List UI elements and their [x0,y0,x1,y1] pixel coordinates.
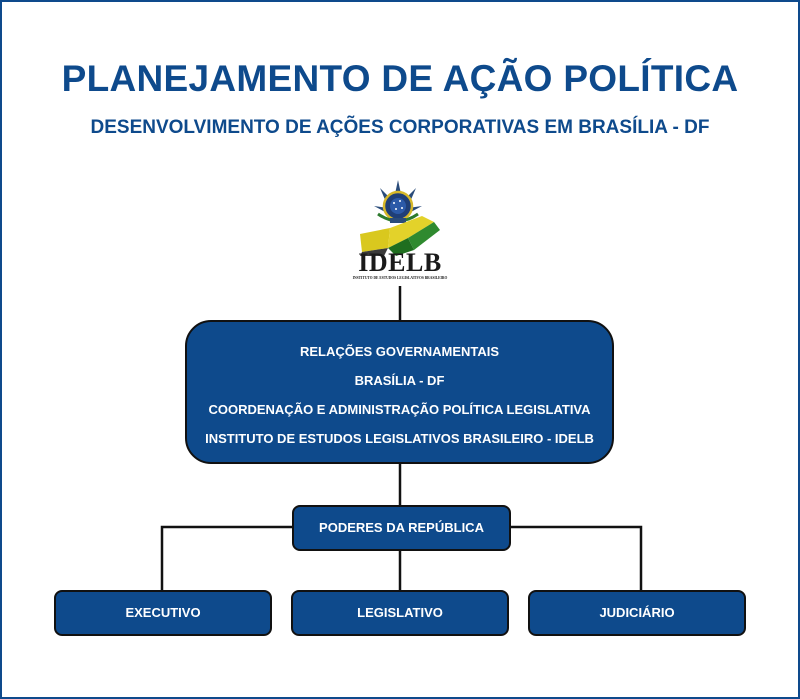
main-info-box: RELAÇÕES GOVERNAMENTAIS BRASÍLIA - DF CO… [185,320,614,464]
main-box-line-coordenacao: COORDENAÇÃO E ADMINISTRAÇÃO POLÍTICA LEG… [208,402,591,417]
poderes-to-judiciario-line [511,525,643,590]
logo-name: IDELB [358,248,442,277]
page-subtitle: DESENVOLVIMENTO DE AÇÕES CORPORATIVAS EM… [90,117,710,138]
legislativo-box: LEGISLATIVO [291,590,509,636]
judiciario-box: JUDICIÁRIO [528,590,746,636]
poderes-to-executivo-line [160,525,292,590]
page-title: PLANEJAMENTO DE AÇÃO POLÍTICA [61,58,739,99]
logo-tagline: INSTITUTO DE ESTUDOS LEGISLATIVOS BRASIL… [352,276,448,280]
main-box-line-instituto: INSTITUTO DE ESTUDOS LEGISLATIVOS BRASIL… [205,431,594,446]
idelb-logo-emblem [360,180,440,256]
main-box-line-relacoes: RELAÇÕES GOVERNAMENTAIS [299,344,500,359]
executivo-box: EXECUTIVO [54,590,272,636]
main-box-line-brasilia: BRASÍLIA - DF [354,373,445,388]
poderes-da-republica-box: PODERES DA REPÚBLICA [292,505,511,551]
